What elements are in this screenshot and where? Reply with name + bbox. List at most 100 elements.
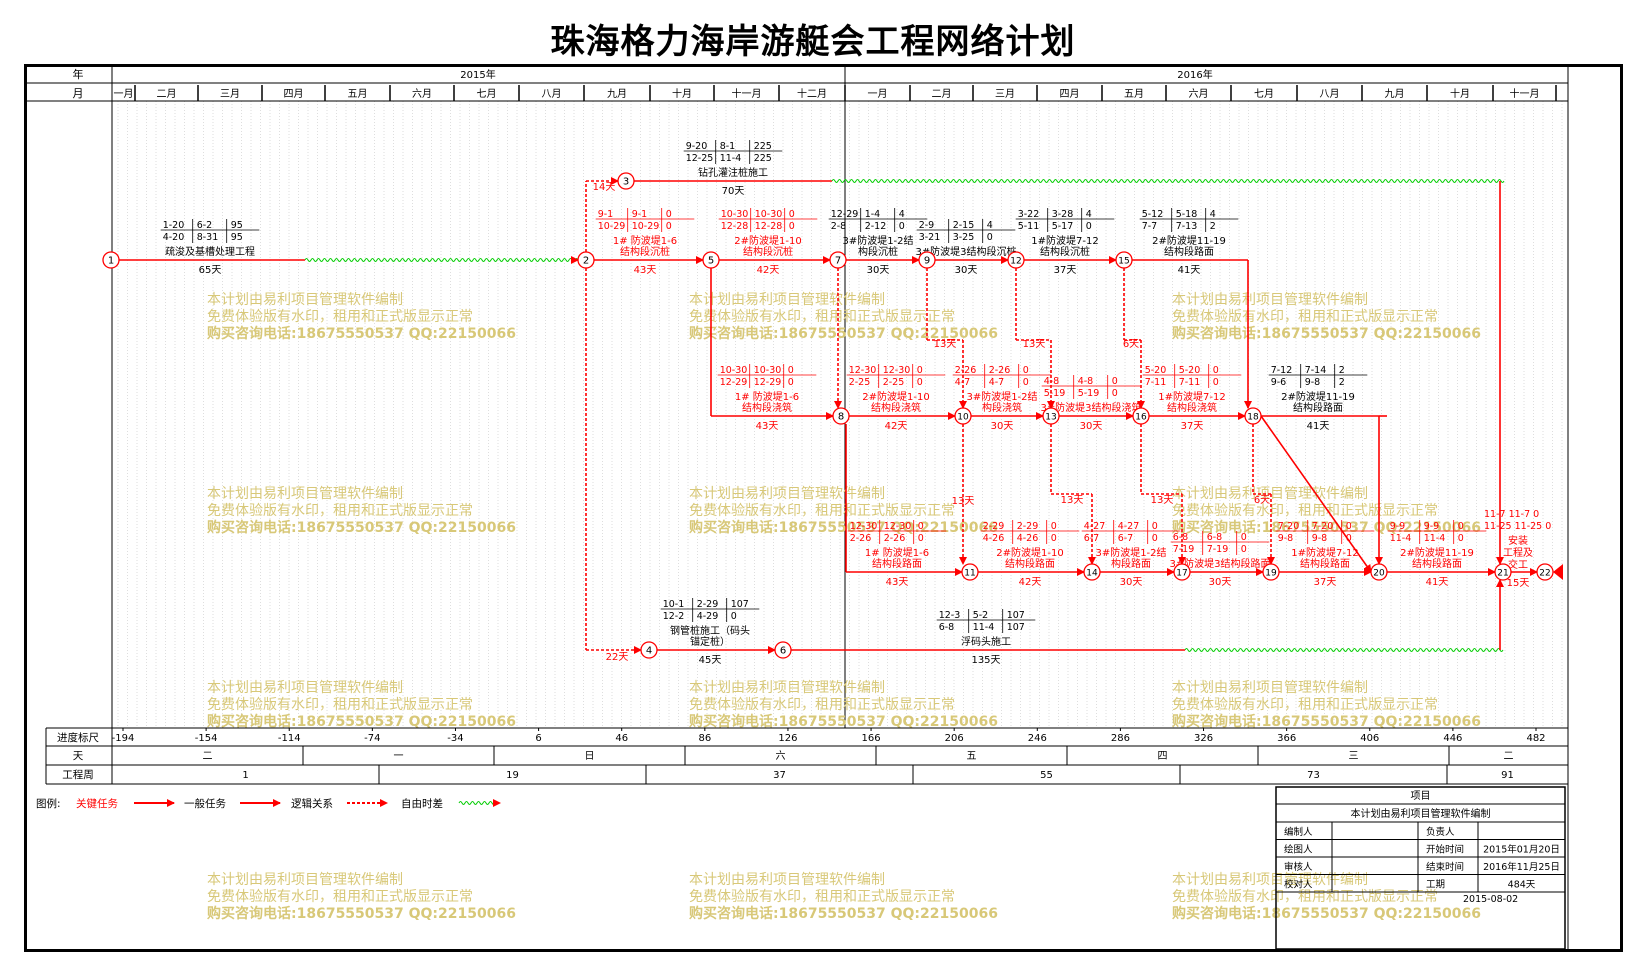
task-date: 12-30	[849, 365, 877, 376]
progress-tick: 206	[945, 733, 964, 744]
node-number: 17	[1176, 569, 1187, 579]
watermark-text: 本计划由易利项目管理软件编制	[1172, 680, 1368, 696]
day-label: 天	[73, 750, 84, 762]
task-date: 2-25	[849, 377, 871, 388]
node-circle	[1244, 407, 1262, 425]
task-date: 1-20	[163, 220, 185, 231]
task-date: 0	[1152, 521, 1158, 532]
task-date: 5-19	[1044, 388, 1066, 399]
info-cell: 结束时间	[1426, 861, 1464, 873]
watermark-text: 免费体验版有水印，租用和正式版显示正常	[207, 889, 473, 905]
task-date: 4	[1210, 209, 1216, 220]
task-date: 8-1	[720, 141, 736, 152]
node-number: 22	[1539, 569, 1550, 579]
info-cell: 绘图人	[1284, 844, 1313, 856]
free-float-6-21	[1184, 648, 1504, 652]
month-label: 六月	[1189, 88, 1209, 100]
event-node-3: 3	[617, 172, 635, 190]
task-date: 0	[1086, 221, 1092, 232]
task-date: 4	[1086, 209, 1092, 220]
node-number: 15	[1118, 257, 1129, 267]
event-node-16: 16	[1132, 407, 1150, 425]
task-date: 10-1	[663, 599, 685, 610]
info-cell: 开始时间	[1426, 844, 1464, 856]
node-circle	[577, 251, 595, 269]
task-date: 4-8	[1044, 376, 1060, 387]
float-label: 22天	[606, 652, 629, 663]
watermark-text: 本计划由易利项目管理软件编制	[207, 486, 403, 502]
task-duration: 30天	[955, 265, 978, 276]
node-circle	[1132, 407, 1150, 425]
task-date: 0	[1458, 521, 1464, 532]
task-date: 2-26	[850, 533, 872, 544]
node-number: 9	[924, 256, 930, 267]
task-date: 9-9	[1390, 521, 1406, 532]
task-date: 4-20	[163, 232, 185, 243]
grid-lines	[117, 101, 1563, 728]
task-duration: 43天	[756, 421, 779, 432]
progress-tick: 46	[615, 733, 628, 744]
float-label: 13天	[1023, 339, 1046, 350]
week-number: 37	[773, 770, 786, 781]
node-circle	[702, 251, 720, 269]
watermark-text: 购买咨询电话:18675550537 QQ:22150066	[689, 905, 998, 922]
progress-tick: -154	[195, 733, 218, 744]
task-date: 3-21	[919, 232, 941, 243]
task-date: 0	[917, 365, 923, 376]
task-name: 3#防波堤3结构段路面	[1169, 557, 1270, 570]
task-name: 结构段路面	[1164, 245, 1214, 258]
month-label: 四月	[1060, 88, 1080, 100]
task-date: 10-29	[598, 221, 626, 232]
task-name: 1# 防波堤1-6	[865, 546, 929, 559]
task-date: 0	[1458, 533, 1464, 544]
task-date: 107	[731, 599, 749, 610]
month-label: 八月	[1320, 88, 1340, 100]
progress-tick: 406	[1360, 733, 1379, 744]
node-circle	[1173, 563, 1191, 581]
month-label: 八月	[542, 88, 562, 100]
info-table-border	[1275, 786, 1566, 950]
node-circle	[829, 251, 847, 269]
task-date: 107	[1007, 622, 1025, 633]
task-date: 10-30	[754, 365, 782, 376]
task-date: 0	[1112, 388, 1118, 399]
task-date: 9-8	[1312, 533, 1328, 544]
task-date: 0	[1241, 532, 1247, 543]
task-date: 6-8	[1173, 532, 1189, 543]
task-date: 7-19	[1207, 544, 1229, 555]
task-date: 12-30	[883, 365, 911, 376]
node-number: 16	[1135, 413, 1147, 423]
task-date: 9-1	[632, 209, 648, 220]
task-date: 0	[1023, 377, 1029, 388]
task-date: 5-19	[1078, 388, 1100, 399]
task-date: 4-27	[1084, 521, 1106, 532]
task-date: 12-30	[850, 521, 878, 532]
task-date: 11-25 11-25 0	[1484, 521, 1551, 532]
task-name: 结构段路面	[1005, 557, 1055, 570]
task-name: 1#防波堤7-12	[1031, 234, 1098, 247]
info-cell: 负责人	[1426, 826, 1455, 838]
watermark-text: 购买咨询电话:18675550537 QQ:22150066	[207, 713, 516, 730]
task-date: 0	[1241, 544, 1247, 555]
task-date: 7-14	[1305, 365, 1327, 376]
task-duration: 37天	[1054, 265, 1077, 276]
task-date: 11-4	[973, 622, 995, 633]
progress-tick: 286	[1111, 733, 1130, 744]
watermark-text: 购买咨询电话:18675550537 QQ:22150066	[1172, 519, 1481, 536]
progress-tick: 246	[1028, 733, 1047, 744]
task-date: 2-12	[865, 221, 887, 232]
task-name: 浮码头施工	[961, 635, 1011, 648]
task-date: 2-29	[697, 599, 719, 610]
month-label: 七月	[477, 88, 497, 100]
task-arrow-18-20	[1260, 415, 1372, 573]
watermark-text: 本计划由易利项目管理软件编制	[207, 872, 403, 888]
task-date: 0	[731, 611, 737, 622]
watermark-text: 免费体验版有水印，租用和正式版显示正常	[689, 309, 955, 325]
event-node-17: 17	[1173, 563, 1191, 581]
